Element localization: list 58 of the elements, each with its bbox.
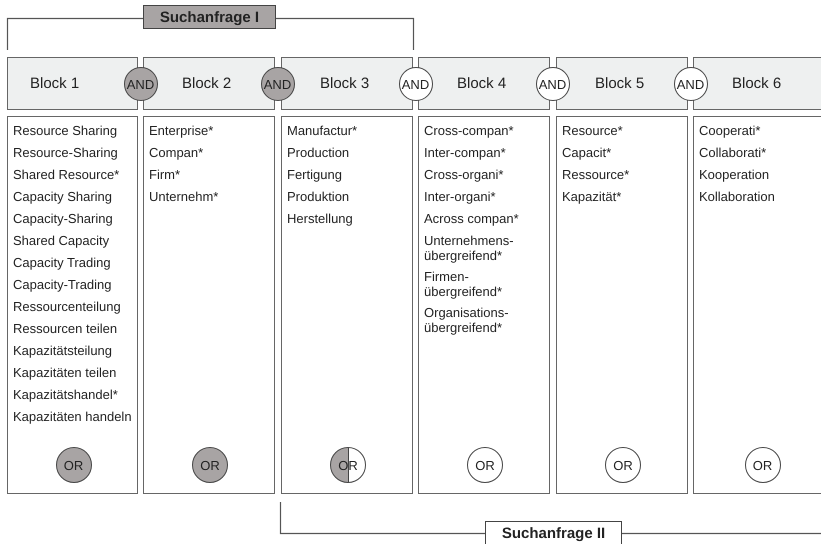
search-term: Cross-compan* — [424, 123, 515, 138]
search-term: Kapazitäten handeln — [13, 409, 133, 424]
search-term: Cross-organi* — [424, 167, 504, 182]
search-term: Capacity-Trading — [13, 277, 113, 292]
search-term: Firmen- übergreifend* — [424, 269, 504, 299]
search-term: Unternehmens- übergreifend* — [424, 233, 515, 263]
term-box — [556, 116, 688, 494]
search-term: Across compan* — [424, 211, 520, 226]
search-term: Inter-compan* — [424, 145, 507, 160]
search-term: Compan* — [149, 145, 204, 160]
search-term: Herstellung — [287, 211, 354, 226]
query-label: Suchanfrage II — [485, 521, 622, 544]
search-term: Kapazität* — [562, 189, 622, 204]
operator-circle: OR — [605, 447, 641, 483]
search-term: Capacity-Sharing — [13, 211, 114, 226]
operator-circle: OR — [744, 447, 780, 483]
query-label: Suchanfrage I — [143, 5, 276, 29]
search-term: Kooperation — [699, 167, 770, 182]
search-term: Capacity Trading — [13, 255, 112, 270]
search-term: Production — [287, 145, 350, 160]
operator-circle: OR — [56, 447, 92, 483]
term-box — [281, 116, 413, 494]
search-term: Kapazitätsteilung — [13, 343, 114, 358]
search-term: Kapazitäten teilen — [13, 365, 118, 380]
search-term: Ressource* — [562, 167, 630, 182]
operator-circle: OR — [467, 447, 503, 483]
search-term: Capacit* — [562, 145, 612, 160]
search-term: Resource-Sharing — [13, 145, 119, 160]
search-term: Resource* — [562, 123, 624, 138]
search-term: Kollaboration — [699, 189, 776, 204]
operator-circle: OR — [192, 447, 228, 483]
block-title: Block 6 — [732, 75, 782, 92]
search-term: Cooperati* — [699, 123, 762, 138]
search-term: Capacity Sharing — [13, 189, 113, 204]
search-term: Ressourcen teilen — [13, 321, 118, 336]
block-title: Block 3 — [320, 75, 370, 92]
search-term: Kapazitätshandel* — [13, 387, 119, 402]
search-term: Resource Sharing — [13, 123, 118, 138]
term-box — [143, 116, 275, 494]
term-box — [693, 116, 821, 494]
block-title: Block 5 — [595, 75, 644, 92]
search-term: Organisations- übergreifend* — [424, 305, 510, 335]
search-term: Firm* — [149, 167, 182, 182]
block-title: Block 1 — [30, 75, 80, 92]
search-term: Produktion — [287, 189, 350, 204]
search-term: Unternehm* — [149, 189, 220, 204]
block-title: Block 4 — [457, 75, 506, 92]
search-term: Inter-organi* — [424, 189, 497, 204]
search-term: Ressourcenteilung — [13, 299, 122, 314]
search-term: Shared Resource* — [13, 167, 120, 182]
search-term: Manufactur* — [287, 123, 358, 138]
search-term: Collaborati* — [699, 145, 768, 160]
search-term: Enterprise* — [149, 123, 214, 138]
search-term: Shared Capacity — [13, 233, 110, 248]
term-box — [7, 116, 138, 494]
term-box — [418, 116, 550, 494]
block-title: Block 2 — [182, 75, 232, 92]
search-term: Fertigung — [287, 167, 343, 182]
